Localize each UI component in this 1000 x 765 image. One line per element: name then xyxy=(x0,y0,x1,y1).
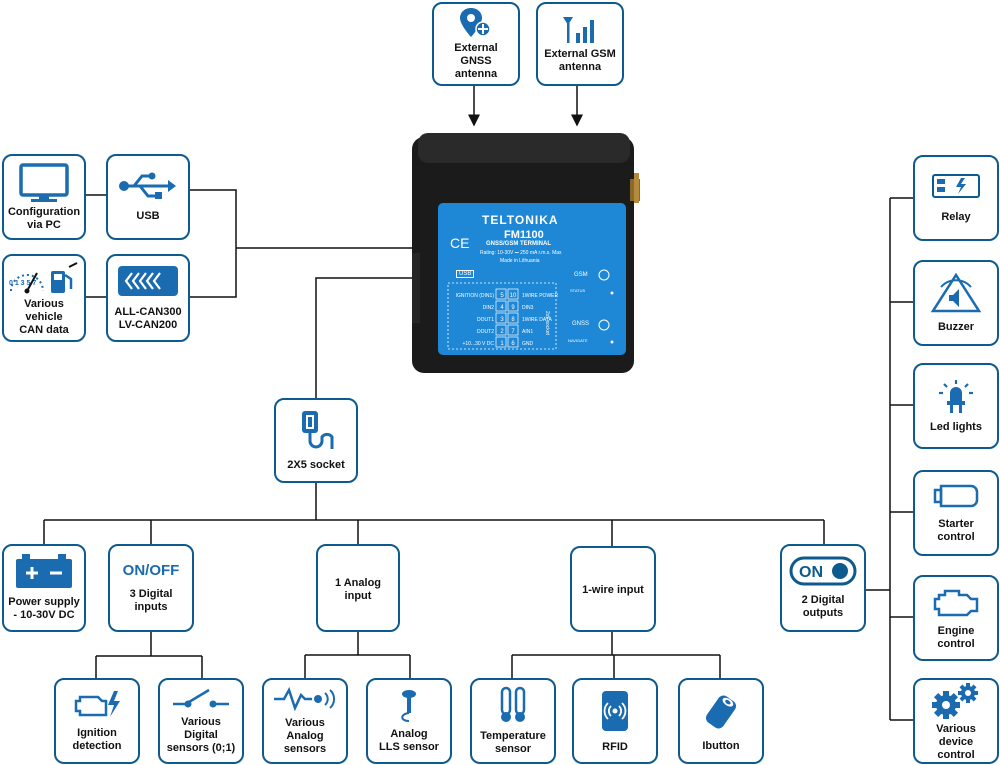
socket-label: 2X5 socket xyxy=(287,459,345,471)
ignition-label: Ignition detection xyxy=(72,727,122,752)
digital-outputs-node: ON 2 Digital outputs xyxy=(780,544,866,632)
ibutton-node: Ibutton xyxy=(678,678,764,764)
ce-mark: CE xyxy=(450,235,470,251)
usb-label: USB xyxy=(136,209,160,222)
device-rating: Rating: 10-30V ⎓ 250 mA r.m.s. Max xyxy=(480,250,562,256)
on-switch-icon: ON xyxy=(789,556,857,586)
led-label: Led lights xyxy=(930,420,982,433)
analog-input-node: 1 Analog input xyxy=(316,544,400,632)
analog-sensors-node: Various Analog sensors xyxy=(262,678,348,764)
device-subtitle: GNSS/GSM TERMINAL xyxy=(486,241,552,247)
device-gsm-label: GSM xyxy=(574,272,588,278)
config-pc-label: Configuration via PC xyxy=(7,205,81,231)
monitor-icon xyxy=(19,162,69,202)
rfid-label: RFID xyxy=(602,740,628,753)
digital-sensors-node: Various Digital sensors (0;1) xyxy=(158,678,244,764)
gears-icon xyxy=(932,682,978,719)
engine-label: Engine control xyxy=(937,625,975,650)
can-adapter-node: ALL-CAN300 LV-CAN200 xyxy=(106,254,190,342)
usb-node: USB xyxy=(106,154,190,240)
can-data-node: 0 1 3 5 7 Various vehicle CAN data xyxy=(2,254,86,342)
lls-probe-icon xyxy=(401,690,416,722)
onewire-input-node: 1-wire input xyxy=(570,546,656,632)
digital-inputs-node: ON/OFF 3 Digital inputs xyxy=(108,544,194,632)
analog-input-label: 1 Analog input xyxy=(334,576,382,602)
engine-node: Engine control xyxy=(913,575,999,661)
buzzer-alarm-icon xyxy=(931,272,981,312)
device-brand: TELTONIKA xyxy=(482,213,559,227)
config-pc-node: Configuration via PC xyxy=(2,154,86,240)
gsm-antenna-node: External GSM antenna xyxy=(536,2,624,86)
can-adapter-icon xyxy=(118,266,178,296)
relay-label: Relay xyxy=(941,210,971,223)
ignition-node: Ignition detection xyxy=(54,678,140,764)
svg-text:ON: ON xyxy=(799,564,823,581)
gauge-digits: 0 1 3 5 7 xyxy=(9,280,36,287)
starter-motor-icon xyxy=(933,484,979,508)
rfid-node: RFID xyxy=(572,678,658,764)
engine-ignition-icon xyxy=(74,691,120,717)
relay-icon xyxy=(932,173,980,198)
dashboard-gauges-icon: 0 1 3 5 7 xyxy=(9,262,78,294)
gnss-pin-icon xyxy=(460,8,491,37)
can-data-label: Various vehicle CAN data xyxy=(19,298,69,336)
switch-contact-icon xyxy=(173,688,229,707)
buzzer-label: Buzzer xyxy=(937,320,975,333)
device-control-node: Various device control xyxy=(913,678,999,764)
gnss-antenna-node: External GNSS antenna xyxy=(432,2,520,86)
lls-sensor-node: Analog LLS sensor xyxy=(366,678,452,764)
socket-connector-icon xyxy=(302,411,334,449)
analog-sensors-label: Various Analog sensors xyxy=(283,716,327,755)
starter-label: Starter control xyxy=(937,518,975,543)
digital-sensors-label: Various Digital sensors (0;1) xyxy=(166,715,236,754)
can-adapter-label: ALL-CAN300 LV-CAN200 xyxy=(114,306,182,331)
device-made-in: Made in Lithuania xyxy=(500,258,540,264)
ibutton-key-icon xyxy=(705,695,737,728)
fm1100-device: TELTONIKA FM1100 GNSS/GSM TERMINAL Ratin… xyxy=(412,133,640,373)
signal-icon xyxy=(563,16,594,43)
device-socket-label: 2x5 socket xyxy=(544,311,550,335)
buzzer-node: Buzzer xyxy=(913,260,999,346)
rfid-card-icon xyxy=(602,690,628,731)
device-model: FM1100 xyxy=(504,229,544,241)
digital-outputs-label: 2 Digital outputs xyxy=(801,594,845,619)
led-light-icon xyxy=(939,379,973,413)
socket-node: 2X5 socket xyxy=(274,398,358,483)
engine-icon xyxy=(933,589,979,617)
power-node: Power supply - 10-30V DC xyxy=(2,544,86,632)
onewire-input-label: 1-wire input xyxy=(582,584,644,596)
lls-sensor-label: Analog LLS sensor xyxy=(379,728,439,753)
digital-inputs-label: 3 Digital inputs xyxy=(129,588,173,613)
ibutton-label: Ibutton xyxy=(702,739,740,752)
device-status-label: STATUS xyxy=(570,288,586,293)
device-usb-port: USB xyxy=(456,270,475,278)
temp-sensor-node: Temperature sensor xyxy=(470,678,556,764)
gnss-antenna-label: External GNSS antenna xyxy=(454,42,498,80)
usb-icon xyxy=(119,172,176,199)
led-node: Led lights xyxy=(913,363,999,449)
thermometer-icon xyxy=(500,686,526,722)
gsm-antenna-label: External GSM antenna xyxy=(544,47,616,73)
device-navigate-label: NAVIGATE xyxy=(568,338,588,343)
device-control-label: Various device control xyxy=(936,722,976,761)
battery-icon xyxy=(16,554,72,588)
power-label: Power supply - 10-30V DC xyxy=(8,596,80,621)
temp-sensor-label: Temperature sensor xyxy=(480,730,546,755)
analog-signal-icon xyxy=(274,686,336,711)
starter-node: Starter control xyxy=(913,470,999,556)
relay-node: Relay xyxy=(913,155,999,241)
device-gnss-label: GNSS xyxy=(572,321,590,327)
onoff-label: ON/OFF xyxy=(122,562,180,579)
